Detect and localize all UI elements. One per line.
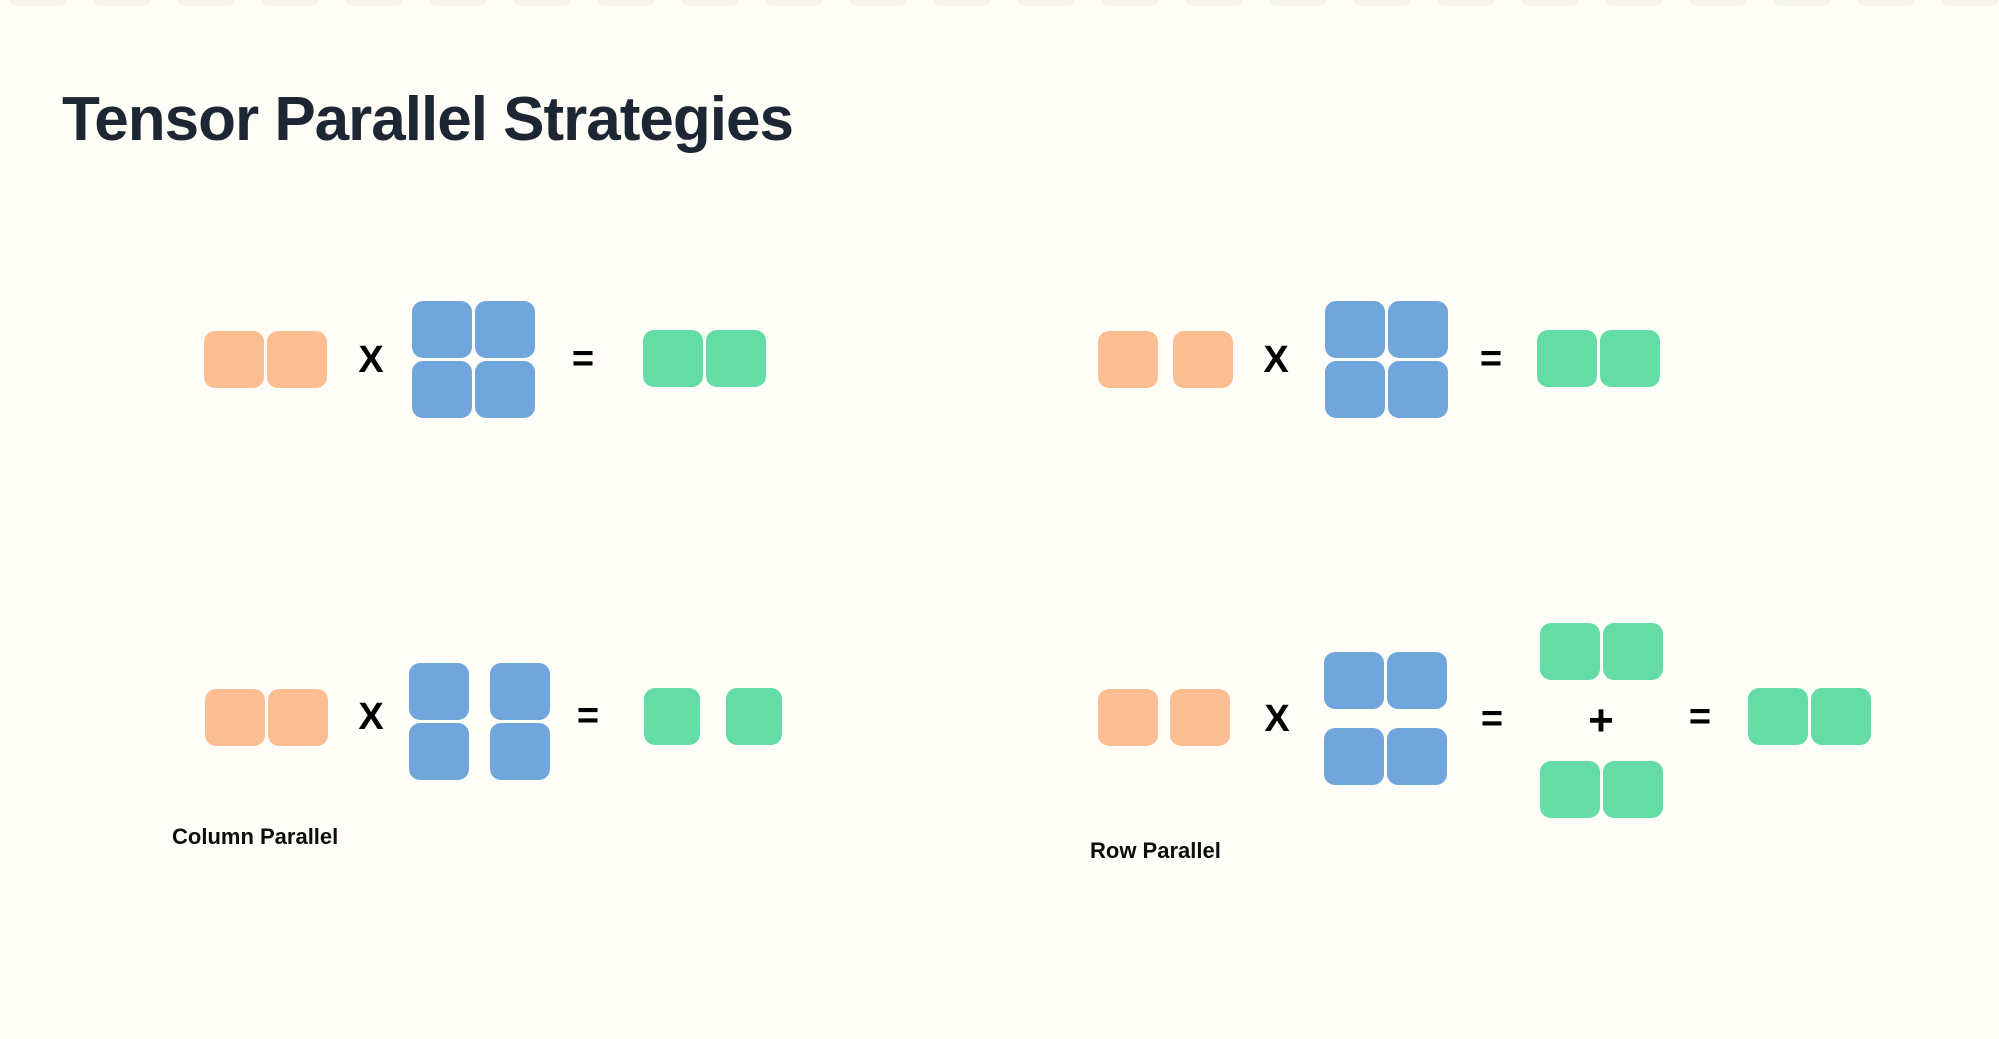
partial-tile <box>1603 761 1663 818</box>
weight-matrix-row-split <box>1324 652 1447 785</box>
top-strip-tile <box>1690 0 1746 6</box>
weight-tile <box>1387 728 1447 785</box>
input-tile <box>1098 689 1158 746</box>
weight-tile <box>1324 652 1384 709</box>
top-strip-tile <box>94 0 150 6</box>
input-vector <box>1098 689 1230 746</box>
output-tile <box>644 688 700 745</box>
input-vector <box>205 689 328 746</box>
top-strip-tile <box>1522 0 1578 6</box>
weight-tile <box>409 723 469 780</box>
top-strip-tile <box>10 0 66 6</box>
output-tile <box>643 330 703 387</box>
equals-operator: = <box>1688 696 1712 738</box>
input-tile <box>267 331 327 388</box>
equals-operator: = <box>1479 338 1503 380</box>
output-vector <box>643 330 766 387</box>
top-strip-tile <box>598 0 654 6</box>
multiply-operator: X <box>358 696 384 738</box>
top-strip-tile <box>1270 0 1326 6</box>
weight-tile <box>1387 652 1447 709</box>
top-strip-tile <box>1018 0 1074 6</box>
input-tile <box>1173 331 1233 388</box>
multiply-operator: X <box>358 339 384 381</box>
weight-matrix-column-split <box>409 663 550 780</box>
top-strip-tile <box>766 0 822 6</box>
equals-operator: = <box>1480 698 1504 740</box>
input-vector <box>204 331 327 388</box>
output-tile <box>1748 688 1808 745</box>
weight-tile <box>1325 361 1385 418</box>
input-vector <box>1098 331 1233 388</box>
output-tile <box>1537 330 1597 387</box>
input-tile <box>1170 689 1230 746</box>
plus-operator: + <box>1588 696 1614 745</box>
top-strip-tile <box>346 0 402 6</box>
weight-tile <box>490 663 550 720</box>
output-tile <box>1600 330 1660 387</box>
weight-tile <box>412 301 472 358</box>
page-title: Tensor Parallel Strategies <box>62 84 794 154</box>
top-strip-tile <box>178 0 234 6</box>
top-strip-tile <box>1606 0 1662 6</box>
column-parallel-label: Column Parallel <box>172 824 339 849</box>
input-tile <box>205 689 265 746</box>
weight-tile <box>1325 301 1385 358</box>
row-parallel-label: Row Parallel <box>1090 838 1221 863</box>
output-vector <box>1748 688 1871 745</box>
weight-tile <box>475 301 535 358</box>
top-strip-tile <box>850 0 906 6</box>
top-strip-tile <box>430 0 486 6</box>
partial-result-vector <box>1540 761 1663 818</box>
equals-operator: = <box>576 695 600 737</box>
top-strip-tile <box>514 0 570 6</box>
multiply-operator: X <box>1264 698 1290 740</box>
output-vector <box>1537 330 1660 387</box>
weight-tile <box>490 723 550 780</box>
input-tile <box>204 331 264 388</box>
top-strip-tile <box>934 0 990 6</box>
top-strip-tile <box>682 0 738 6</box>
partial-tile <box>1540 761 1600 818</box>
weight-matrix <box>412 301 535 418</box>
weight-tile <box>1324 728 1384 785</box>
output-tile <box>1811 688 1871 745</box>
partial-result-vector <box>1540 623 1663 680</box>
input-tile <box>268 689 328 746</box>
equals-operator: = <box>571 338 595 380</box>
weight-tile <box>412 361 472 418</box>
weight-tile <box>1388 361 1448 418</box>
input-tile <box>1098 331 1158 388</box>
multiply-operator: X <box>1263 339 1289 381</box>
partial-tile <box>1603 623 1663 680</box>
top-strip <box>10 0 1998 6</box>
top-strip-tile <box>1438 0 1494 6</box>
output-tile <box>726 688 782 745</box>
top-strip-tile <box>1774 0 1830 6</box>
top-strip-tile <box>1942 0 1998 6</box>
weight-tile <box>409 663 469 720</box>
weight-tile <box>1388 301 1448 358</box>
top-strip-tile <box>1354 0 1410 6</box>
output-vector-split <box>644 688 782 745</box>
top-strip-tile <box>1102 0 1158 6</box>
partial-tile <box>1540 623 1600 680</box>
top-strip-tile <box>262 0 318 6</box>
top-strip-tile <box>1858 0 1914 6</box>
weight-tile <box>475 361 535 418</box>
output-tile <box>706 330 766 387</box>
weight-matrix <box>1325 301 1448 418</box>
top-strip-tile <box>1186 0 1242 6</box>
